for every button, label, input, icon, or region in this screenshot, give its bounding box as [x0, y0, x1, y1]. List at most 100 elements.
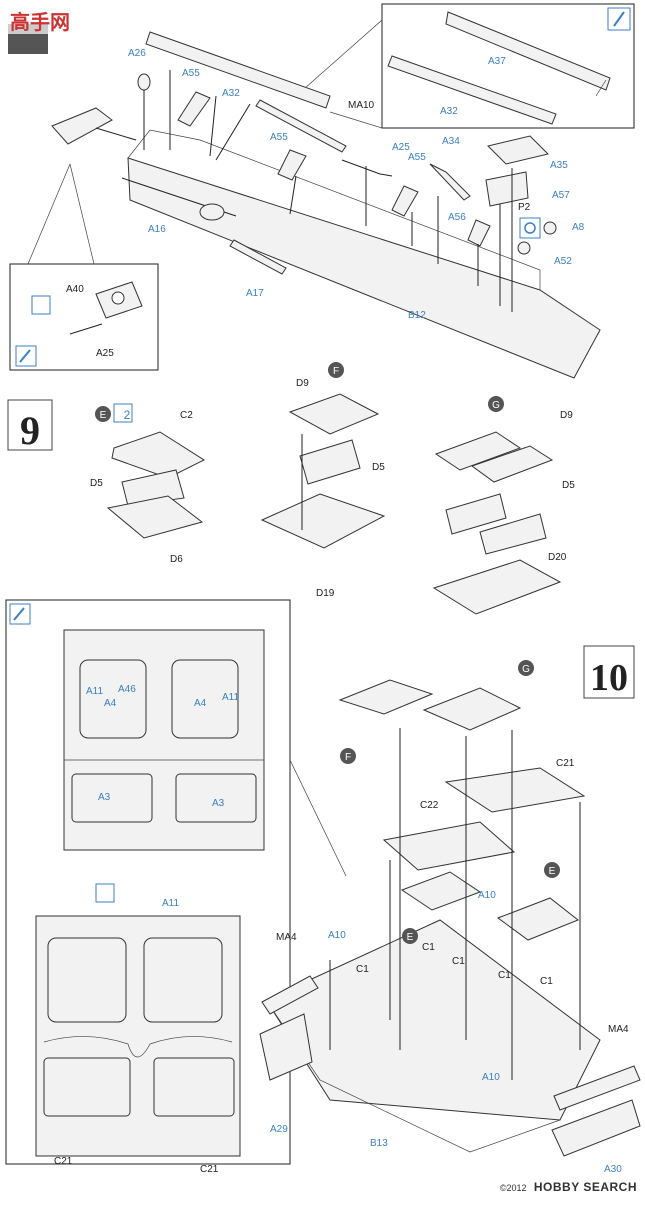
- label-b13: B13: [370, 1138, 388, 1149]
- label-d5-e: D5: [90, 478, 103, 489]
- part-d9-g1: [434, 431, 522, 471]
- label-a3-2: A3: [212, 798, 225, 809]
- svg-text:F: F: [333, 366, 339, 377]
- part-c2: [111, 431, 206, 479]
- label-a4-2: A4: [194, 698, 207, 709]
- marker-e-step10-left: E: [402, 928, 418, 944]
- part-d5-g1: [445, 493, 507, 535]
- label-a25-inset: A25: [96, 348, 114, 359]
- inset-panel-bottom: [9, 263, 159, 371]
- part-d6: [106, 495, 204, 539]
- label-c1-5: C1: [356, 964, 369, 975]
- svg-text:E: E: [549, 866, 556, 877]
- part-a34: [429, 163, 471, 201]
- box-f-top: [338, 679, 434, 715]
- label-a32: A32: [222, 88, 240, 99]
- label-a17: A17: [246, 288, 264, 299]
- label-a46: A46: [118, 684, 136, 695]
- part-d19: [260, 493, 386, 549]
- label-ma10: MA10: [348, 100, 375, 111]
- part-d9-f: [288, 393, 380, 435]
- times-two: 2: [124, 408, 131, 422]
- box-e-left: [400, 871, 482, 911]
- part-a26: [137, 73, 151, 91]
- label-a55-3: A55: [408, 152, 426, 163]
- label-c21: C21: [556, 758, 575, 769]
- part-a29: [259, 1013, 313, 1081]
- marker-f-step10: F: [340, 748, 356, 764]
- label-a4-1: A4: [104, 698, 117, 709]
- part-d5-f: [299, 439, 361, 485]
- label-a16: A16: [148, 224, 166, 235]
- label-a56: A56: [448, 212, 466, 223]
- part-b12: [127, 157, 601, 379]
- part-a56: [467, 219, 491, 247]
- marker-e-step10-right: E: [544, 862, 560, 878]
- label-a11-3: A11: [162, 898, 179, 909]
- box-e-right: [496, 897, 579, 941]
- label-a37: A37: [488, 56, 506, 67]
- label-p2: P2: [518, 202, 531, 213]
- label-c1-3: C1: [498, 970, 511, 981]
- part-a55-3: [391, 185, 419, 217]
- label-a26: A26: [128, 48, 146, 59]
- marker-f-step9: F: [328, 362, 344, 378]
- part-a32-inset: [387, 55, 557, 125]
- part-a17: [229, 239, 287, 275]
- inset-panel-step10: [5, 599, 291, 1165]
- label-a35: A35: [550, 160, 568, 171]
- label-a29: A29: [270, 1124, 288, 1135]
- part-box-left: [51, 107, 113, 145]
- part-a37: [445, 11, 611, 91]
- marker-e-step9: E: [95, 406, 111, 422]
- part-d20: [432, 559, 562, 615]
- footer-brand: ©2012 HOBBY SEARCH: [500, 1180, 637, 1194]
- part-a52: [517, 241, 531, 255]
- part-a32: [145, 31, 331, 109]
- label-a55-2: A55: [270, 132, 288, 143]
- label-c22: C22: [420, 800, 439, 811]
- part-d9-g2: [470, 445, 554, 483]
- box-g-top: [422, 687, 522, 731]
- label-a10-3: A10: [482, 1072, 500, 1083]
- label-a40: A40: [66, 284, 84, 295]
- step-10-number: 10: [590, 657, 628, 699]
- label-d5-f: D5: [372, 462, 385, 473]
- part-a25: [341, 159, 393, 177]
- label-a8: A8: [572, 222, 585, 233]
- label-a34: A34: [442, 136, 460, 147]
- svg-text:E: E: [407, 932, 414, 943]
- footer-brand-text: HOBBY SEARCH: [533, 1180, 637, 1194]
- part-round-fitting: [199, 203, 225, 221]
- label-c1-4: C1: [540, 976, 553, 987]
- watermark-text: 高手网: [6, 12, 74, 34]
- label-a52: A52: [554, 256, 572, 267]
- part-ma4-left: [261, 975, 319, 1015]
- part-a57: [485, 171, 529, 207]
- label-d5-g: D5: [562, 480, 575, 491]
- part-a55-2: [277, 149, 307, 181]
- label-a55-1: A55: [182, 68, 200, 79]
- label-a11-1: A11: [86, 686, 103, 697]
- label-a10-1: A10: [478, 890, 496, 901]
- part-a8: [543, 221, 557, 235]
- label-a30: A30: [604, 1164, 622, 1175]
- label-d19: D19: [316, 588, 335, 599]
- label-d9-f: D9: [296, 378, 309, 389]
- label-c21-inset-2: C21: [200, 1164, 219, 1175]
- label-a10-2: A10: [328, 930, 346, 941]
- part-ma4-right: [553, 1065, 641, 1111]
- frame-c22: [382, 821, 516, 871]
- flip-icon: [519, 217, 541, 239]
- part-a35: [487, 135, 549, 165]
- step-9-number: 9: [20, 408, 40, 453]
- label-d9-g: D9: [560, 410, 573, 421]
- step-10-box: [583, 645, 635, 699]
- part-a55-1: [177, 91, 211, 127]
- label-c2: C2: [180, 410, 193, 421]
- footer-copy: ©2012: [499, 1183, 527, 1193]
- marker-g-step10: G: [518, 660, 534, 676]
- label-d20: D20: [548, 552, 567, 563]
